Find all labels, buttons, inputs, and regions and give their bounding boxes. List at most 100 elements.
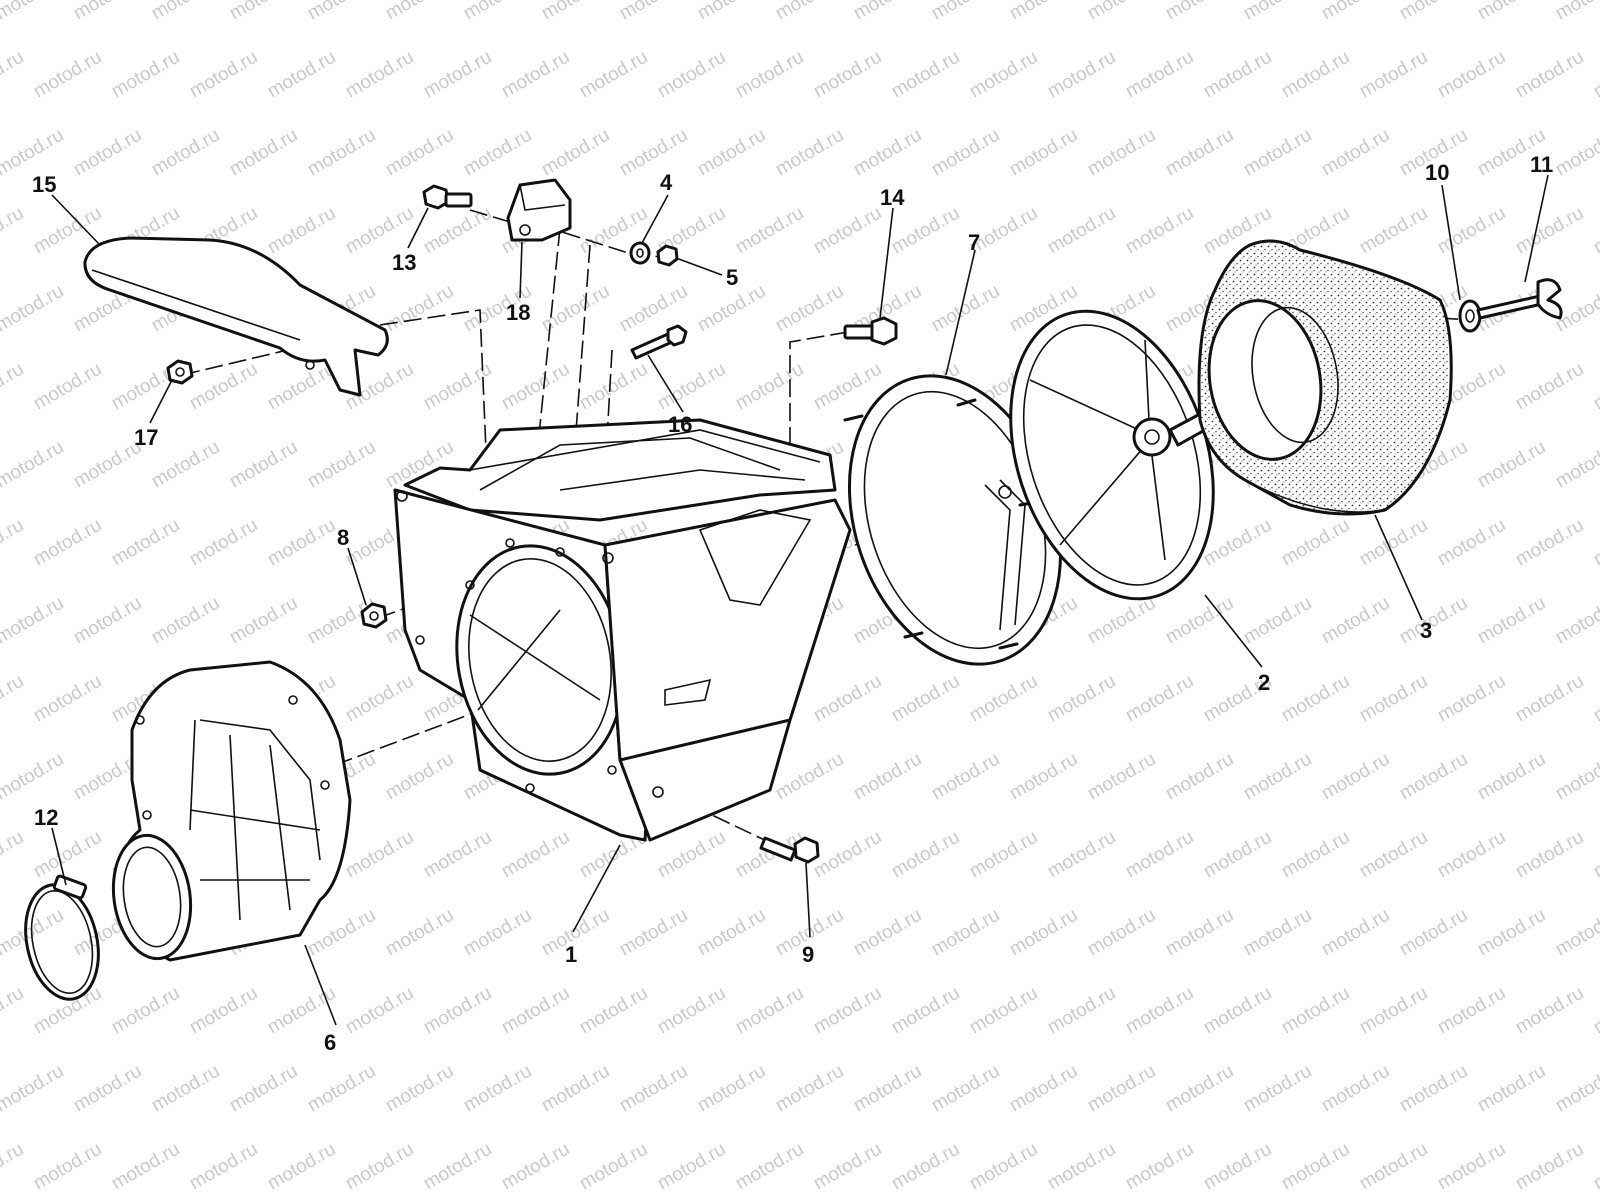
watermark-text: motod.ru [732, 359, 807, 415]
watermark-text: motod.ru [1434, 515, 1509, 571]
callout-17: 17 [134, 425, 158, 450]
watermark-text: motod.ru [694, 1061, 769, 1117]
watermark-text: motod.ru [810, 203, 885, 259]
watermark-text: motod.ru [888, 1139, 963, 1195]
watermark-text: motod.ru [1318, 905, 1393, 961]
watermark-text: motod.ru [928, 905, 1003, 961]
watermark-text: motod.ru [304, 1061, 379, 1117]
callout-16: 16 [668, 412, 692, 437]
callout-11: 11 [1530, 152, 1553, 177]
watermark-text: motod.ru [772, 749, 847, 805]
watermark-text: motod.ru [342, 47, 417, 103]
watermark-text: motod.ru [1122, 983, 1197, 1039]
part-9-bolt [759, 836, 820, 864]
watermark-text: motod.ru [616, 125, 691, 181]
callout-14: 14 [880, 185, 905, 210]
watermark-text: motod.ru [1356, 515, 1431, 571]
watermark-text: motod.ru [264, 47, 339, 103]
part-8-nut [360, 602, 388, 629]
watermark-text: motod.ru [420, 983, 495, 1039]
watermark-text: motod.ru [1084, 749, 1159, 805]
watermark-text: motod.ru [0, 671, 27, 727]
part-13-bolt [422, 184, 473, 210]
watermark-text: motod.ru [1278, 827, 1353, 883]
watermark-text: motod.ru [304, 437, 379, 493]
watermark-text: motod.ru [1512, 203, 1587, 259]
watermark-text: motod.ru [810, 1139, 885, 1195]
watermark-text: motod.ru [1162, 749, 1237, 805]
watermark-text: motod.ru [1434, 1139, 1509, 1195]
watermark-text: motod.ru [0, 437, 67, 493]
watermark-text: motod.ru [108, 1139, 183, 1195]
watermark-text: motod.ru [1084, 905, 1159, 961]
watermark-text: motod.ru [70, 125, 145, 181]
part-14-bolt [843, 316, 898, 346]
watermark-text: motod.ru [888, 203, 963, 259]
watermark-text: motod.ru [1318, 593, 1393, 649]
watermark-text: motod.ru [1084, 593, 1159, 649]
watermark-text: motod.ru [1434, 47, 1509, 103]
part-11-wing-bolt [1476, 278, 1563, 320]
watermark-text: motod.ru [616, 905, 691, 961]
watermark-text: motod.ru [70, 1061, 145, 1117]
watermark-text: motod.ru [420, 1139, 495, 1195]
watermark-text: motod.ru [1552, 125, 1600, 181]
watermark-text: motod.ru [1200, 827, 1275, 883]
watermark-text: motod.ru [850, 0, 925, 24]
watermark-text: motod.ru [148, 125, 223, 181]
watermark-text: motod.ru [1590, 1139, 1600, 1195]
watermark-text: motod.ru [226, 593, 301, 649]
watermark-text: motod.ru [1240, 905, 1315, 961]
watermark-text: motod.ru [1122, 203, 1197, 259]
watermark-text: motod.ru [382, 0, 457, 24]
watermark-text: motod.ru [1122, 47, 1197, 103]
watermark-text: motod.ru [226, 125, 301, 181]
watermark-text: motod.ru [0, 983, 27, 1039]
watermark-text: motod.ru [1590, 827, 1600, 883]
watermark-text: motod.ru [654, 359, 729, 415]
watermark-text: motod.ru [1552, 593, 1600, 649]
watermark-text: motod.ru [1552, 1061, 1600, 1117]
watermark-text: motod.ru [1162, 1061, 1237, 1117]
watermark-text: motod.ru [888, 827, 963, 883]
watermark-text: motod.ru [1006, 125, 1081, 181]
watermark-text: motod.ru [0, 749, 67, 805]
watermark-text: motod.ru [1122, 671, 1197, 727]
watermark-text: motod.ru [1396, 1061, 1471, 1117]
watermark-text: motod.ru [0, 281, 67, 337]
watermark-text: motod.ru [460, 125, 535, 181]
watermark-text: motod.ru [538, 0, 613, 24]
watermark-text: motod.ru [1240, 1061, 1315, 1117]
part-4-washer [629, 241, 651, 265]
watermark-text: motod.ru [382, 125, 457, 181]
watermark-text: motod.ru [1318, 125, 1393, 181]
watermark-text: motod.ru [1590, 671, 1600, 727]
watermark-text: motod.ru [1590, 983, 1600, 1039]
watermark-text: motod.ru [1122, 1139, 1197, 1195]
watermark-text: motod.ru [1474, 1061, 1549, 1117]
watermark-text: motod.ru [694, 0, 769, 24]
watermark-text: motod.ru [616, 0, 691, 24]
watermark-text: motod.ru [382, 1061, 457, 1117]
watermark-text: motod.ru [186, 515, 261, 571]
callout-7: 7 [968, 230, 980, 255]
watermark-text: motod.ru [186, 1139, 261, 1195]
watermark-text: motod.ru [108, 47, 183, 103]
watermark-text: motod.ru [1278, 47, 1353, 103]
callout-9: 9 [802, 942, 814, 967]
watermark-text: motod.ru [1590, 359, 1600, 415]
callout-12: 12 [34, 805, 58, 830]
watermark-text: motod.ru [1590, 515, 1600, 571]
watermark-text: motod.ru [576, 983, 651, 1039]
watermark-text: motod.ru [498, 827, 573, 883]
watermark-text: motod.ru [1200, 983, 1275, 1039]
watermark-text: motod.ru [966, 983, 1041, 1039]
watermark-text: motod.ru [342, 827, 417, 883]
watermark-text: motod.ru [226, 0, 301, 24]
callout-15: 15 [32, 172, 56, 197]
part-5-nut [656, 244, 679, 267]
watermark-text: motod.ru [498, 1139, 573, 1195]
callout-leaders [51, 174, 1549, 1026]
watermark-text: motod.ru [1006, 1061, 1081, 1117]
part-6-intake-duct [111, 660, 352, 962]
